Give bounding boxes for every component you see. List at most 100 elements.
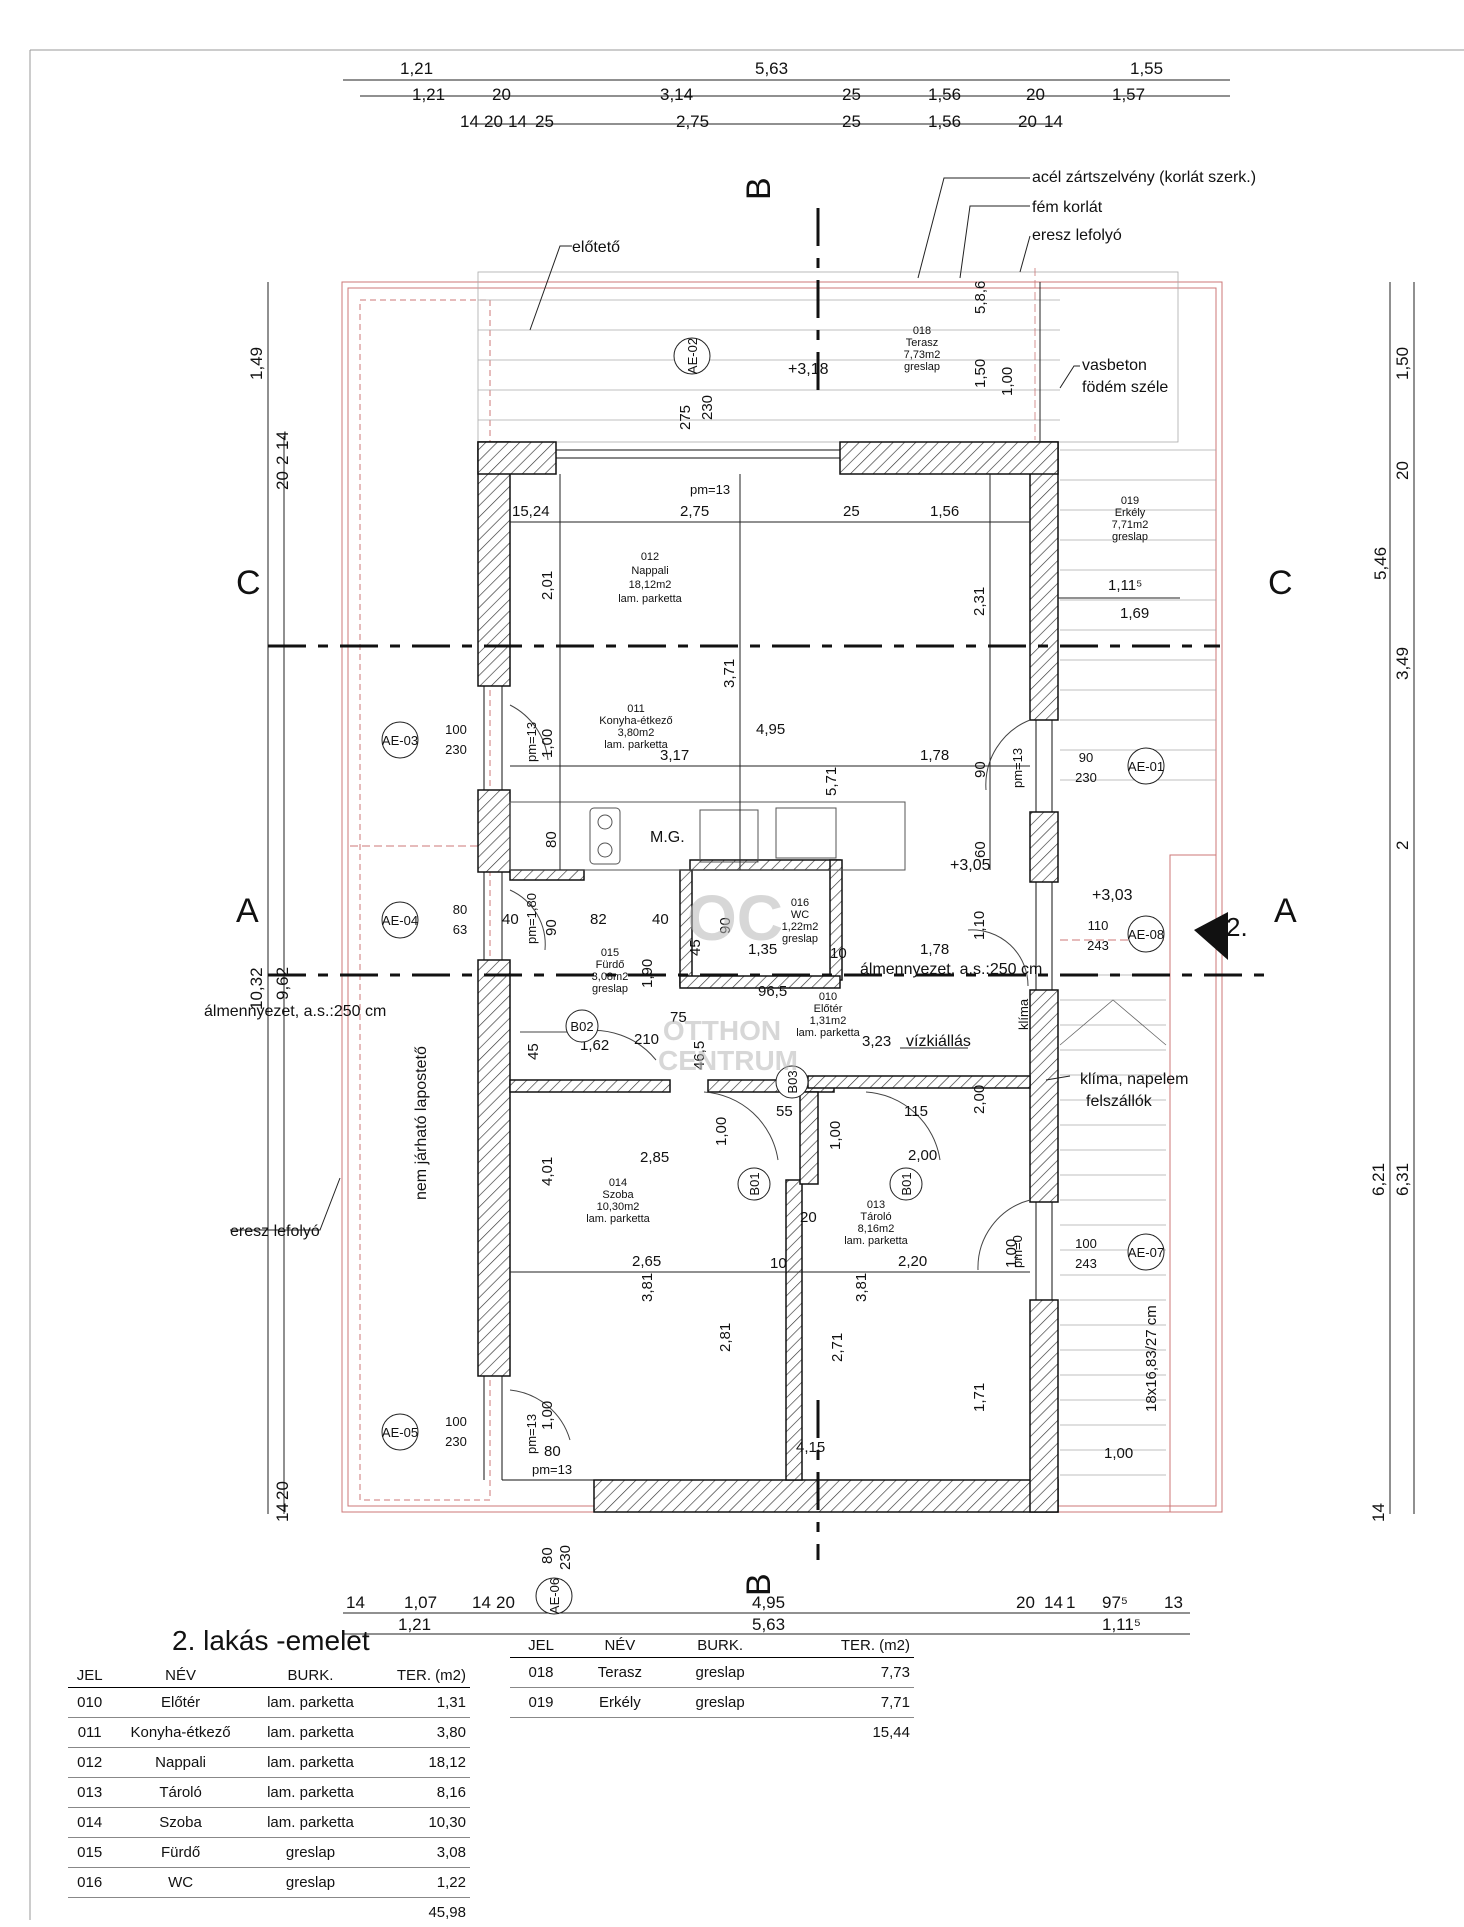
dim-left-2: 20 [273, 471, 292, 490]
annot-flat-roof: nem járható lapostető [413, 1046, 430, 1200]
col-burk: BURK. [250, 1664, 371, 1688]
section-b-top: B [740, 177, 778, 200]
table-total-row: 15,44 [510, 1718, 914, 1748]
dim-int-7: 2,31 [971, 587, 988, 616]
dim-top-r2-5: 1,56 [928, 85, 961, 104]
pm-13-d: pm=13 [524, 1414, 539, 1454]
cell: 016 [68, 1868, 111, 1898]
dim-bot-8: 1 [1066, 1593, 1075, 1612]
svg-text:greslap: greslap [592, 983, 628, 995]
room-012: 012 Nappali 18,12m2 lam. parketta [618, 551, 682, 605]
dim-int-26: 1,90 [639, 959, 656, 988]
pm-13-b: pm=13 [524, 722, 539, 762]
cell: Konyha-étkező [111, 1718, 249, 1748]
col-burk: BURK. [668, 1634, 773, 1658]
section-a-left: A [236, 892, 259, 930]
svg-text:015: 015 [601, 947, 619, 959]
dim-bot-1: 14 [346, 1593, 365, 1612]
svg-text:012: 012 [641, 551, 659, 563]
cell: Tároló [111, 1778, 249, 1808]
dim-bot-2: 1,07 [404, 1593, 437, 1612]
dim-int-49: 1,00 [713, 1117, 730, 1146]
cell: Szoba [111, 1808, 249, 1838]
cell: lam. parketta [250, 1808, 371, 1838]
window-tag-ae01: AE-01 90 230 [1075, 748, 1164, 785]
dim-int-64: 80 [539, 1547, 556, 1564]
svg-text:80: 80 [453, 902, 467, 917]
svg-text:AE-07: AE-07 [1128, 1245, 1164, 1260]
watermark-mid: OTTHON [663, 1015, 781, 1046]
dim-int-54: 3,81 [853, 1273, 870, 1302]
dim-int-48: 2,81 [717, 1323, 734, 1352]
dim-int-37: 1,10 [971, 911, 988, 940]
dim-right-5: 2 [1393, 841, 1412, 850]
svg-text:lam. parketta: lam. parketta [844, 1235, 908, 1247]
window-tag-ae06: AE-06 [536, 1578, 572, 1614]
dim-int-38: 3,23 [862, 1033, 891, 1050]
svg-text:lam. parketta: lam. parketta [604, 739, 668, 751]
svg-text:019: 019 [1121, 495, 1139, 507]
dim-top-r3-3: 14 [508, 112, 527, 131]
door-tag-b01-a: B01 [738, 1168, 770, 1200]
dim-left-8: 20 [273, 1481, 292, 1500]
pm-0: pm=0 [1010, 1235, 1025, 1268]
annot-railing: fém korlát [1032, 199, 1103, 216]
cell: 3,08 [371, 1838, 470, 1868]
svg-text:100: 100 [1075, 1236, 1097, 1251]
dim-int-17: 90 [972, 761, 989, 778]
cell: Erkély [572, 1688, 668, 1718]
dim-int-9: 1,00 [999, 367, 1016, 396]
dim-int-15: 1,78 [920, 747, 949, 764]
dim-int-63: 1,00 [539, 729, 556, 758]
dim-top-r2-1: 1,21 [412, 85, 445, 104]
svg-text:8,16m2: 8,16m2 [858, 1223, 895, 1235]
floor-title: 2. lakás -emelet [172, 1625, 370, 1657]
dim-top-2: 5,63 [755, 59, 788, 78]
dim-bot-7: 14 [1044, 1593, 1063, 1612]
dim-int-19: 80 [543, 831, 560, 848]
dim-bot-4: 20 [496, 1593, 515, 1612]
room-011: 011 Konyha-étkező 3,80m2 lam. parketta [599, 703, 672, 751]
dim-right-7: 6,31 [1393, 1163, 1412, 1196]
cell: 3,80 [371, 1718, 470, 1748]
svg-text:10,30m2: 10,30m2 [597, 1201, 640, 1213]
dim-int-51: 20 [800, 1209, 817, 1226]
dim-int-16: 5,71 [823, 767, 840, 796]
svg-text:lam. parketta: lam. parketta [618, 593, 682, 605]
dim-int-3: 25 [843, 503, 860, 520]
dim-int-47: 3,81 [639, 1273, 656, 1302]
dim-int-53: 2,20 [898, 1253, 927, 1270]
svg-text:B01: B01 [747, 1172, 762, 1195]
leader-lines [230, 178, 1080, 1230]
dim-int-40: 115 [904, 1103, 928, 1120]
dim-int-20: 1,11⁵ [1108, 577, 1142, 594]
col-ter: TER. (m2) [773, 1634, 914, 1658]
dim-int-1: 15,24 [512, 503, 550, 520]
dim-int-57: 4,15 [796, 1439, 825, 1456]
svg-text:AE-02: AE-02 [685, 338, 700, 374]
svg-text:18,12m2: 18,12m2 [629, 579, 672, 591]
svg-text:Konyha-étkező: Konyha-étkező [599, 715, 672, 727]
dim-bot-10: 13 [1164, 1593, 1183, 1612]
cell: 18,12 [371, 1748, 470, 1778]
annot-klima2: felszállók [1086, 1093, 1153, 1110]
cell: 018 [510, 1658, 572, 1688]
dim-int-24: 40 [652, 911, 669, 928]
cell: greslap [250, 1838, 371, 1868]
dim-int-11: 275 [677, 405, 694, 430]
dim-right-3: 5,46 [1371, 547, 1390, 580]
cell: 015 [68, 1838, 111, 1868]
dim-int-21: 1,69 [1120, 605, 1149, 622]
dim-int-60: 18x16,83/27 cm [1143, 1305, 1160, 1412]
svg-text:100: 100 [445, 1414, 467, 1429]
window-tag-ae03: AE-03 100 230 [382, 722, 467, 758]
svg-text:Nappali: Nappali [631, 565, 668, 577]
svg-text:230: 230 [445, 1434, 467, 1449]
door-tag-b01-b: B01 [890, 1168, 922, 1200]
svg-text:011: 011 [627, 703, 645, 715]
dim-int-4: 1,56 [930, 503, 959, 520]
